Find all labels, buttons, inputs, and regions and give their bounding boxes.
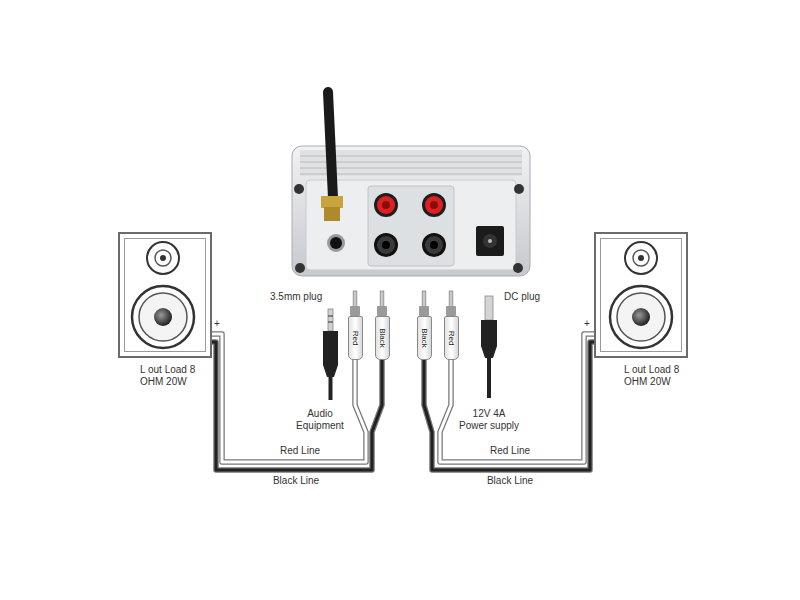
wire-sheath [424, 342, 594, 470]
power-cable [487, 357, 491, 398]
audio-jack-ring [327, 234, 345, 252]
speaker-wire [212, 342, 382, 470]
binding-post-hole [430, 241, 438, 249]
dc-jack-socket [483, 234, 497, 248]
banana-plug: Red [444, 316, 459, 360]
woofer-cone [139, 293, 187, 341]
antenna-connector [321, 196, 343, 208]
binding-post-collar [374, 233, 398, 257]
audio-cable [329, 376, 333, 400]
banana-pin [353, 291, 357, 307]
banana-pin [422, 291, 426, 307]
plug-label: Black [420, 328, 428, 348]
plug-label: DC plug [504, 291, 540, 303]
audio-plug-band [328, 322, 333, 323]
screw [513, 263, 523, 273]
screw [294, 184, 304, 194]
binding-post-hole [430, 201, 438, 209]
tweeter-dome [633, 250, 649, 266]
speaker-box: L out Load 8 OHM 20W [118, 232, 212, 358]
wire-sheath [440, 334, 594, 462]
source-label: Audio Equipment [292, 408, 348, 432]
dc-plug-body [481, 320, 497, 358]
woofer-cap [632, 308, 650, 326]
tweeter-dome [155, 250, 171, 266]
wire-label: Black Line [271, 475, 321, 487]
red-binding-post [377, 196, 395, 214]
dc-plug-tip [485, 296, 493, 320]
dc-jack-pin [488, 239, 492, 243]
audio-plug-body [323, 331, 338, 377]
speaker-box: L out Load 8 OHM 20W [594, 232, 688, 358]
antenna [328, 92, 333, 198]
wire-label: Black Line [485, 475, 535, 487]
wire-core [440, 334, 594, 462]
tweeter-center [160, 255, 166, 261]
wire-core [212, 334, 366, 462]
banana-plug: Red [348, 316, 363, 360]
binding-post-hole [382, 241, 390, 249]
antenna-nut [324, 207, 340, 221]
wire-label: Red Line [488, 445, 532, 457]
screw [295, 263, 305, 273]
screw [514, 184, 524, 194]
plug-label: Black [378, 328, 386, 348]
banana-collar [377, 306, 387, 316]
polarity-mark: + [214, 318, 220, 330]
plug-label: Red [447, 331, 455, 346]
audio-plug-tip [328, 309, 333, 331]
tweeter [625, 242, 657, 274]
plug-label: 3.5mm plug [270, 291, 322, 303]
audio-jack [330, 237, 342, 249]
banana-collar [350, 306, 360, 316]
binding-post-hole [382, 201, 390, 209]
banana-collar [419, 306, 429, 316]
power-label: 12V 4A Power supply [458, 408, 520, 432]
tweeter-center [638, 255, 644, 261]
binding-post-collar [422, 193, 446, 217]
wire-sheath [212, 342, 382, 470]
wire-sheath [212, 334, 366, 462]
binding-post-collar [374, 193, 398, 217]
speaker-wire [424, 342, 594, 470]
binding-post-collar [422, 233, 446, 257]
woofer-cone [617, 293, 665, 341]
woofer [610, 286, 672, 348]
red-binding-post [425, 196, 443, 214]
plug-label: Red [351, 331, 359, 346]
audio-plug-band [328, 316, 333, 317]
dc-jack [476, 226, 504, 256]
wire-label: Red Line [278, 445, 322, 457]
black-binding-post [377, 236, 395, 254]
banana-pin [449, 291, 453, 307]
plugs [323, 291, 497, 400]
tweeter [147, 242, 179, 274]
speaker-wire [440, 334, 594, 462]
wire-core [212, 342, 382, 470]
wire-core [424, 342, 594, 470]
banana-plug: Black [375, 316, 390, 360]
banana-pin [380, 291, 384, 307]
amplifier-body [292, 92, 530, 276]
terminal-recess [368, 186, 454, 266]
woofer-cap [154, 308, 172, 326]
banana-collar [446, 306, 456, 316]
speaker-label: L out Load 8 OHM 20W [140, 364, 204, 388]
banana-plug: Black [417, 316, 432, 360]
speaker-wire [212, 334, 366, 462]
speaker-label: L out Load 8 OHM 20W [624, 364, 688, 388]
black-binding-post [425, 236, 443, 254]
woofer [132, 286, 194, 348]
polarity-mark: + [584, 318, 590, 330]
